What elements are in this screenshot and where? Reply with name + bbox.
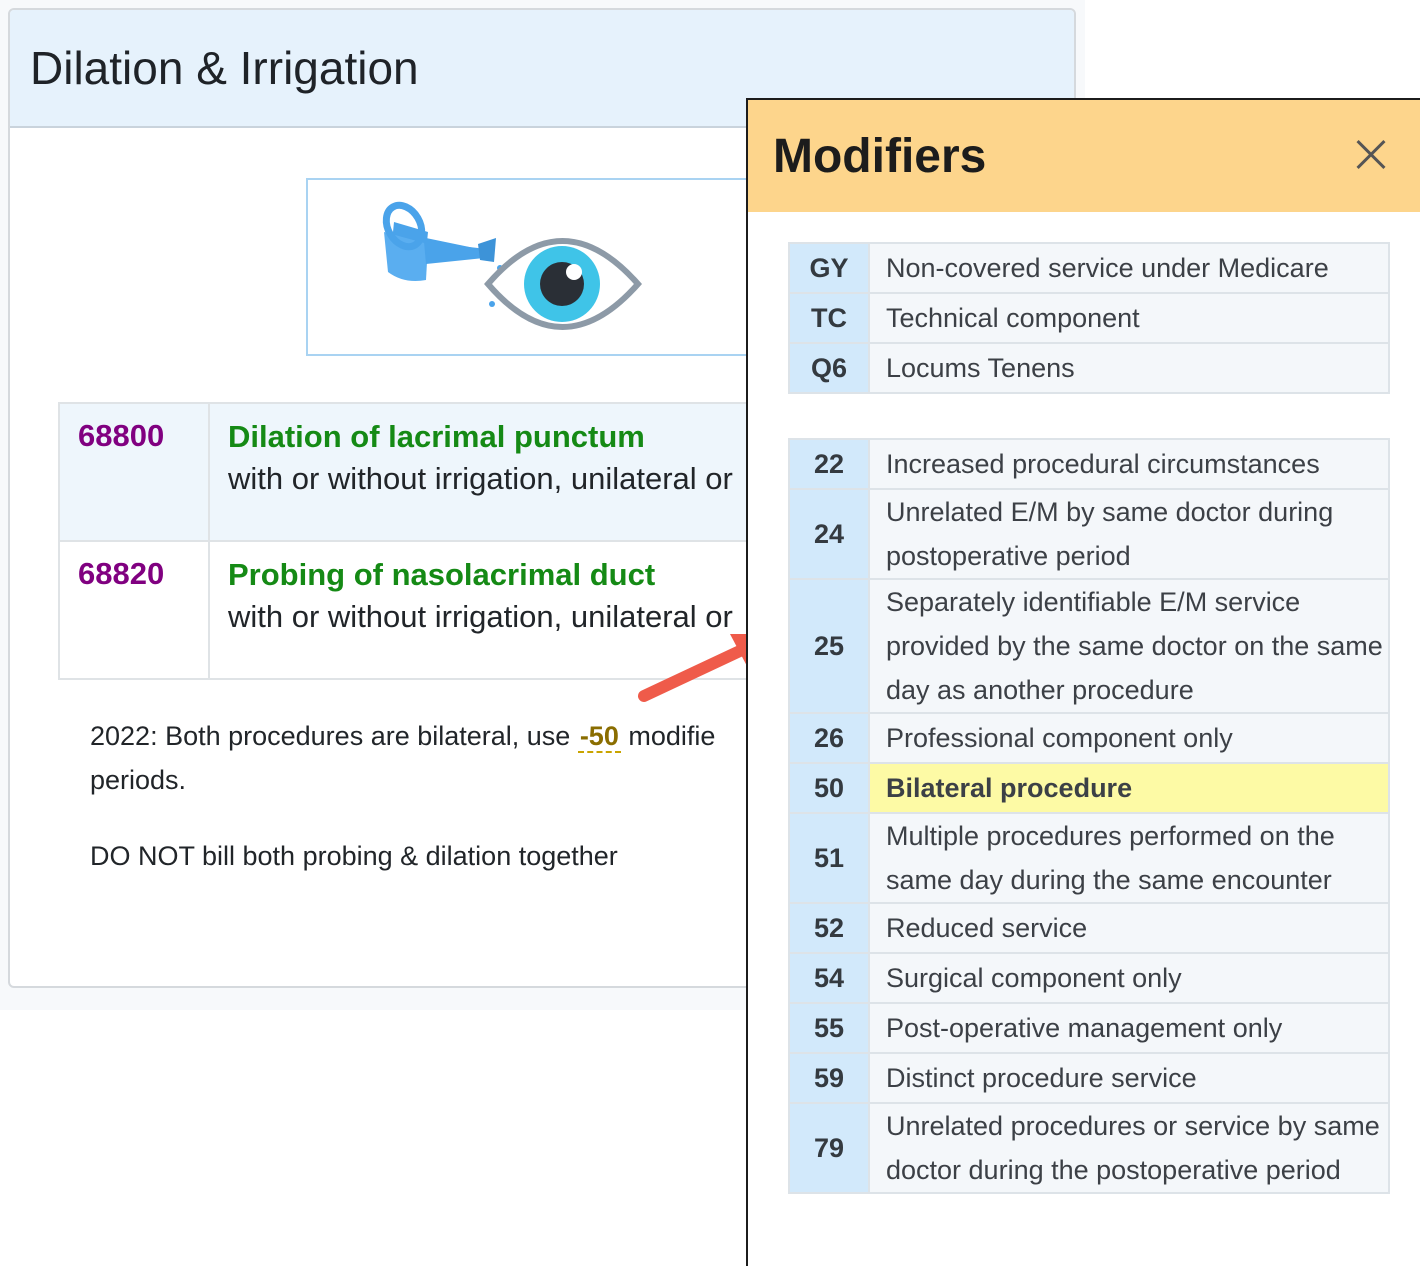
modifier-code: Q6: [788, 342, 870, 394]
modifier-description: Bilateral procedure: [868, 762, 1390, 814]
modifier-code: 55: [788, 1002, 870, 1054]
modifier-description: Post-operative management only: [868, 1002, 1390, 1054]
procedure-row: 68800 Dilation of lacrimal punctum with or…: [58, 402, 818, 542]
modifier-description: Increased procedural circumstances: [868, 438, 1390, 490]
billing-note: 2022: Both procedures are bilateral, use…: [90, 714, 790, 910]
procedure-subtitle: with or without irrigation, unilateral o…: [228, 461, 733, 497]
procedure-subtitle: with or without irrigation, unilateral o…: [228, 599, 733, 635]
procedure-code: 68820: [58, 540, 210, 680]
modifier-code: 26: [788, 712, 870, 764]
modifier-code: 79: [788, 1102, 870, 1194]
modifier-description: Unrelated procedures or service by same …: [868, 1102, 1390, 1194]
procedure-row: 68820 Probing of nasolacrimal duct with or…: [58, 540, 818, 680]
modifier-description: Technical component: [868, 292, 1390, 344]
modal-title: Modifiers: [773, 129, 987, 183]
modifier-code: 24: [788, 488, 870, 580]
illustration-frame: [306, 178, 766, 356]
page-title: Dilation & Irrigation: [30, 42, 419, 94]
procedure-code: 68800: [58, 402, 210, 542]
procedure-description: Dilation of lacrimal punctum with or with…: [208, 402, 818, 542]
modifier-description: Professional component only: [868, 712, 1390, 764]
bilateral-note: 2022: Both procedures are bilateral, use…: [90, 714, 790, 802]
modifier-code: GY: [788, 242, 870, 294]
modifier-code: TC: [788, 292, 870, 344]
modifier-code: 59: [788, 1052, 870, 1104]
watering-can-eye-icon: [382, 201, 643, 330]
modifier-code: 25: [788, 578, 870, 714]
note-text-prefix: 2022: Both procedures are bilateral, use: [90, 721, 578, 751]
procedure-table: 68800 Dilation of lacrimal punctum with or…: [58, 402, 818, 680]
modifier-code: 51: [788, 812, 870, 904]
warning-note: DO NOT bill both probing & dilation toge…: [90, 841, 618, 871]
modifier-code: 50: [788, 762, 870, 814]
close-icon[interactable]: [1350, 134, 1392, 176]
modifier-code: 22: [788, 438, 870, 490]
note-text-suffix: modifie: [620, 721, 716, 751]
modifier-description: Unrelated E/M by same doctor during post…: [868, 488, 1390, 580]
modifier-description: Distinct procedure service: [868, 1052, 1390, 1104]
procedure-title: Dilation of lacrimal punctum: [228, 419, 645, 454]
modifier-description: Multiple procedures performed on the sam…: [868, 812, 1390, 904]
modifier-description: Surgical component only: [868, 952, 1390, 1004]
modal-header: Modifiers: [748, 100, 1420, 212]
modifier-description: Non-covered service under Medicare: [868, 242, 1390, 294]
procedure-title: Probing of nasolacrimal duct: [228, 557, 656, 592]
modifier-code: 54: [788, 952, 870, 1004]
modifier-description: Locums Tenens: [868, 342, 1390, 394]
modifier-code: 52: [788, 902, 870, 954]
modifier-description: Separately identifiable E/M service prov…: [868, 578, 1390, 714]
modifier-description: Reduced service: [868, 902, 1390, 954]
modifier-50-link[interactable]: -50: [577, 721, 621, 753]
note-text-line2: periods.: [90, 765, 187, 795]
